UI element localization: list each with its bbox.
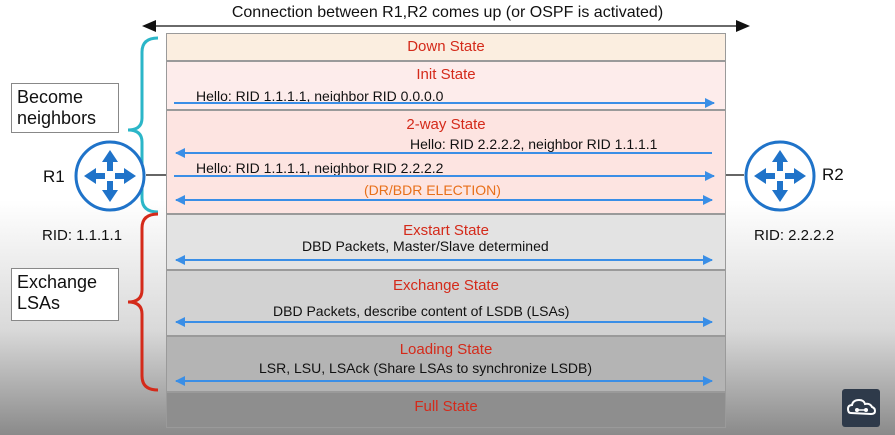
- state-title: Down State: [407, 38, 485, 55]
- exchange-lsas-label: Exchange LSAs: [11, 268, 119, 321]
- top-caption-arrow: [142, 20, 750, 32]
- loading-message: LSR, LSU, LSAck (Share LSAs to synchroni…: [259, 360, 593, 376]
- exchange-message: DBD Packets, describe content of LSDB (L…: [273, 303, 570, 319]
- twoway-hello-r1-message: Hello: RID 1.1.1.1, neighbor RID 2.2.2.2: [196, 160, 444, 176]
- r2-name: R2: [822, 165, 844, 184]
- state-title: Exchange State: [393, 277, 499, 294]
- dr-bdr-election-label: (DR/BDR ELECTION): [364, 182, 501, 198]
- r2-router-icon: [744, 140, 816, 212]
- state-title: Init State: [416, 66, 476, 83]
- state-full: Full State: [166, 392, 726, 428]
- r2-rid: RID: 2.2.2.2: [754, 227, 835, 244]
- top-caption-text: Connection between R1,R2 comes up (or OS…: [231, 4, 664, 21]
- cloud-network-icon: [842, 389, 880, 427]
- state-title: Exstart State: [403, 222, 489, 239]
- r1-rid: RID: 1.1.1.1: [42, 227, 123, 244]
- twoway-hello-r2-message: Hello: RID 2.2.2.2, neighbor RID 1.1.1.1: [410, 136, 658, 152]
- state-down: Down State: [166, 33, 726, 61]
- r1-router-icon: [74, 140, 146, 212]
- state-title: Full State: [414, 398, 478, 415]
- brace-neighbors: [127, 36, 159, 214]
- init-hello-message: Hello: RID 1.1.1.1, neighbor RID 0.0.0.0: [196, 88, 444, 104]
- state-title: Loading State: [399, 341, 493, 358]
- r1-name: R1: [43, 167, 65, 186]
- become-neighbors-label: Become neighbors: [11, 83, 119, 133]
- state-init: Init State: [166, 61, 726, 110]
- state-title: 2-way State: [406, 116, 486, 133]
- brace-exchange-lsas: [127, 212, 159, 392]
- exstart-message: DBD Packets, Master/Slave determined: [302, 238, 549, 254]
